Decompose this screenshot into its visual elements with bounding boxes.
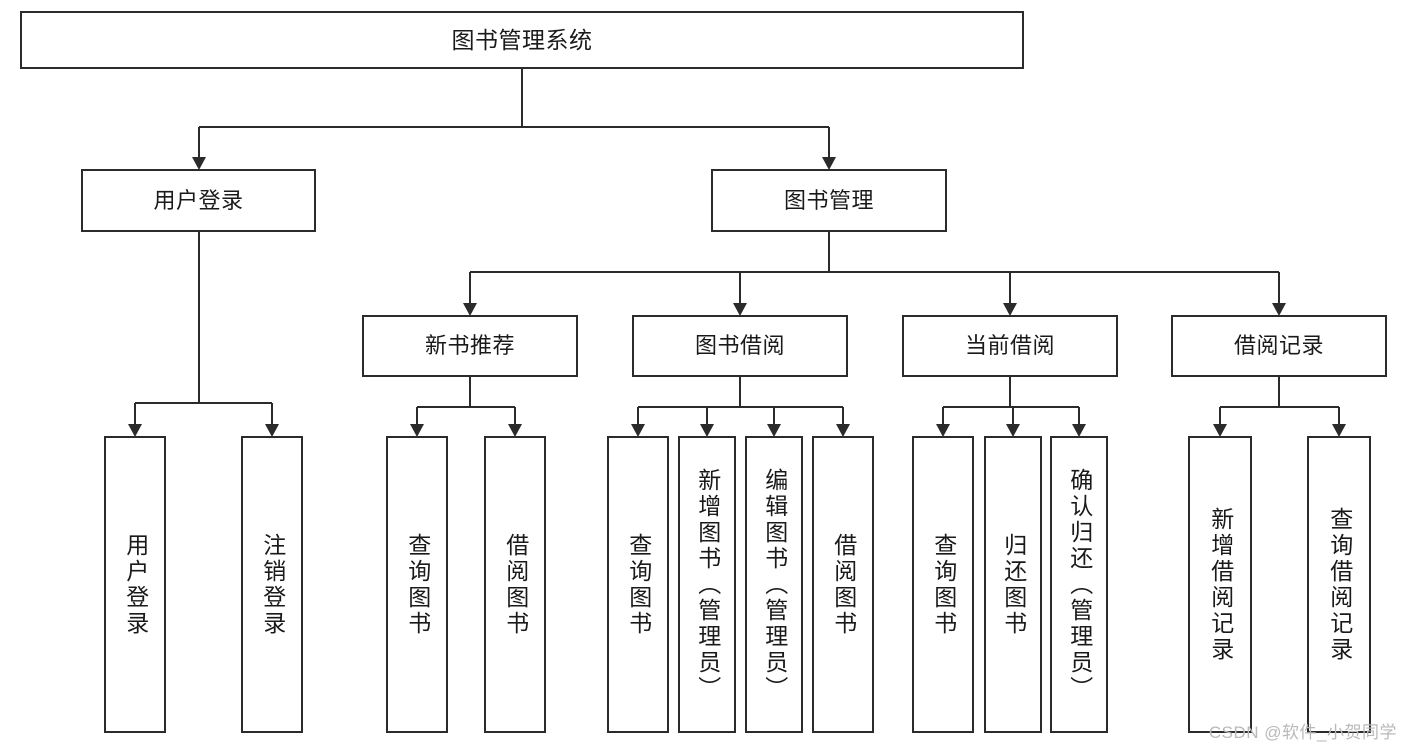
arrowhead-icon [767, 424, 781, 437]
connector-line-vertical [197, 232, 200, 403]
connector-line-vertical [1009, 272, 1011, 314]
arrowhead-icon [1332, 424, 1346, 437]
leaf-node[interactable]: 注销登录 [241, 436, 303, 733]
watermark-text: CSDN @软件_小贺同学 [1208, 723, 1397, 742]
arrowhead-icon [836, 424, 850, 437]
node-label: 图书借阅 [694, 333, 785, 359]
node-new-book-recommend[interactable]: 新书推荐 [362, 315, 578, 377]
connector-line-horizontal [638, 406, 843, 408]
node-label: 查询借阅记录 [1326, 506, 1353, 663]
connector-line-vertical [134, 403, 136, 435]
node-label: 注销登录 [259, 532, 286, 637]
arrowhead-icon [1272, 303, 1286, 316]
node-label: 归还图书 [1000, 532, 1027, 637]
node-label: 查询图书 [930, 532, 957, 637]
arrowhead-icon [508, 424, 522, 437]
connector-line-horizontal [198, 126, 829, 128]
connector-line-vertical [1009, 377, 1011, 407]
node-current-borrow[interactable]: 当前借阅 [902, 315, 1118, 377]
connector-line-vertical [416, 407, 418, 435]
node-user-login[interactable]: 用户登录 [81, 169, 316, 232]
connector-line-vertical [1278, 377, 1280, 407]
connector-line-vertical [739, 377, 741, 407]
arrowhead-icon [265, 424, 279, 437]
connector-line-vertical [1078, 407, 1080, 435]
connector-line-vertical [739, 272, 741, 314]
connector-line-vertical [637, 407, 639, 435]
arrowhead-icon [128, 424, 142, 437]
connector-line-vertical [773, 407, 775, 435]
connector-line-horizontal [417, 406, 515, 408]
connector-line-vertical [1338, 407, 1340, 435]
node-label: 借阅记录 [1233, 333, 1324, 359]
node-label: 查询图书 [625, 532, 652, 637]
arrowhead-icon [631, 424, 645, 437]
arrowhead-icon [1006, 424, 1020, 437]
leaf-node[interactable]: 查询图书 [386, 436, 448, 733]
leaf-node[interactable]: 新增借阅记录 [1188, 436, 1252, 733]
connector-line-vertical [197, 127, 200, 168]
connector-line-vertical [521, 69, 523, 127]
arrowhead-icon [1072, 424, 1086, 437]
connector-line-vertical [1012, 407, 1014, 435]
node-label: 当前借阅 [964, 333, 1055, 359]
node-label: 借阅图书 [502, 532, 529, 637]
node-label: 新书推荐 [424, 333, 515, 359]
leaf-node[interactable]: 新增图书（管理员） [678, 436, 736, 733]
connector-line-vertical [1219, 407, 1221, 435]
node-borrow-record[interactable]: 借阅记录 [1171, 315, 1387, 377]
arrowhead-icon [700, 424, 714, 437]
connector-line-horizontal [943, 406, 1079, 408]
connector-line-vertical [942, 407, 944, 435]
node-label: 图书管理系统 [451, 26, 593, 53]
connector-line-horizontal [1220, 406, 1339, 408]
node-label: 借阅图书 [830, 532, 857, 637]
leaf-node[interactable]: 归还图书 [984, 436, 1042, 733]
connector-line-vertical [706, 407, 708, 435]
node-label: 编辑图书（管理员） [761, 467, 788, 702]
leaf-node[interactable]: 查询图书 [912, 436, 974, 733]
connector-line-vertical [514, 407, 516, 435]
node-label: 确认归还（管理员） [1066, 467, 1093, 702]
node-label: 用户登录 [122, 532, 149, 637]
arrowhead-icon [191, 157, 206, 170]
connector-line-vertical [469, 272, 471, 314]
leaf-node[interactable]: 查询图书 [607, 436, 669, 733]
connector-line-vertical [842, 407, 844, 435]
leaf-node[interactable]: 编辑图书（管理员） [745, 436, 803, 733]
node-label: 新增图书（管理员） [694, 467, 721, 702]
arrowhead-icon [733, 303, 747, 316]
arrowhead-icon [463, 303, 477, 316]
leaf-node[interactable]: 借阅图书 [812, 436, 874, 733]
leaf-node[interactable]: 用户登录 [104, 436, 166, 733]
connector-line-vertical [828, 232, 830, 272]
node-book-management[interactable]: 图书管理 [711, 169, 947, 232]
leaf-node[interactable]: 确认归还（管理员） [1050, 436, 1108, 733]
connector-line-vertical [1278, 272, 1280, 314]
node-label: 查询图书 [404, 532, 431, 637]
node-label: 用户登录 [153, 187, 244, 213]
node-book-borrow[interactable]: 图书借阅 [632, 315, 848, 377]
connector-line-vertical [828, 127, 830, 168]
node-label: 新增借阅记录 [1207, 506, 1234, 663]
arrowhead-icon [1003, 303, 1017, 316]
connector-line-vertical [469, 377, 471, 407]
connector-line-vertical [271, 403, 273, 435]
node-root-library-system[interactable]: 图书管理系统 [20, 11, 1024, 69]
arrowhead-icon [1213, 424, 1227, 437]
leaf-node[interactable]: 查询借阅记录 [1307, 436, 1371, 733]
arrowhead-icon [410, 424, 424, 437]
arrowhead-icon [822, 157, 836, 170]
connector-line-horizontal [135, 402, 272, 404]
leaf-node[interactable]: 借阅图书 [484, 436, 546, 733]
arrowhead-icon [936, 424, 950, 437]
connector-line-horizontal [470, 271, 1279, 273]
node-label: 图书管理 [783, 187, 874, 213]
